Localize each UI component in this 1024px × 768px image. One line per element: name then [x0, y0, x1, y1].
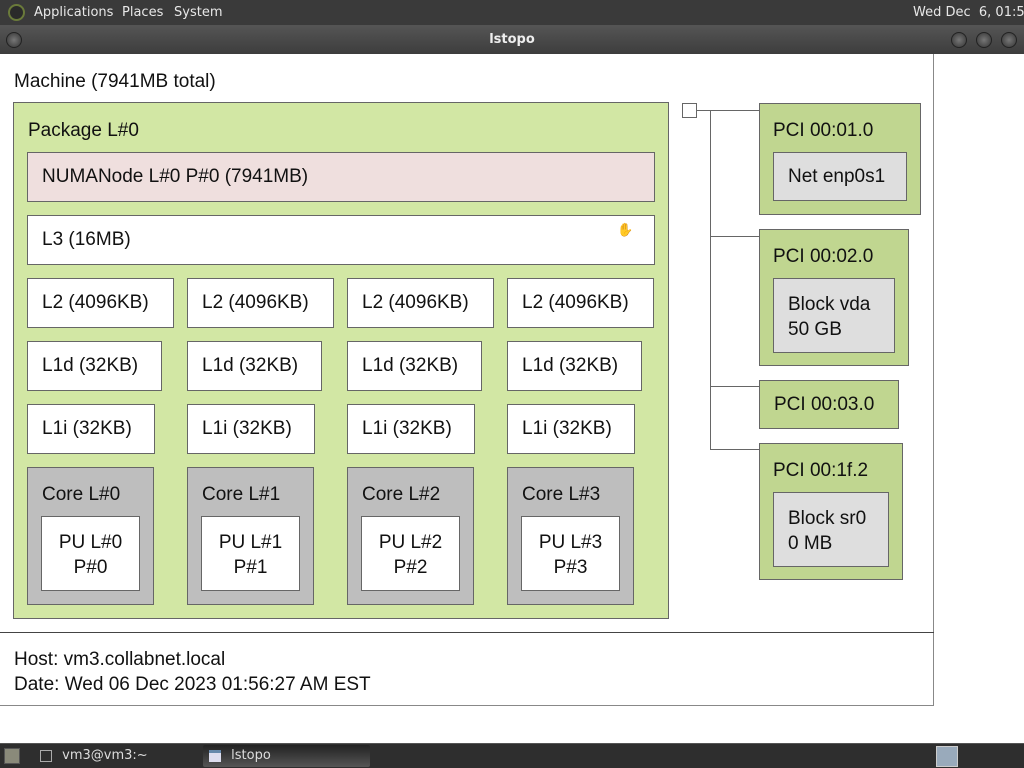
menu-applications[interactable]: Applications [34, 5, 114, 20]
legend-divider [0, 632, 934, 633]
distro-logo-icon[interactable] [8, 4, 25, 21]
bus-line [710, 110, 711, 450]
pu-label: PU L#1 [218, 532, 283, 553]
l1i-cache-box: L1i (32KB) [347, 404, 475, 454]
minimize-button[interactable] [951, 32, 967, 48]
core-label: Core L#3 [522, 484, 601, 505]
pu-label: PU L#2 [378, 532, 443, 553]
pu-physical-index: P#3 [553, 557, 588, 578]
host-bridge-square [682, 103, 697, 118]
hand-cursor-icon: ✋ [617, 222, 634, 237]
core-label: Core L#0 [42, 484, 121, 505]
block-device-box: Block sr0 0 MB [773, 492, 889, 567]
pu-label: PU L#3 [538, 532, 603, 553]
close-button[interactable] [1001, 32, 1017, 48]
window-titlebar[interactable]: lstopo [0, 25, 1024, 54]
menu-system[interactable]: System [174, 5, 223, 20]
taskbar-item-lstopo[interactable]: lstopo [203, 745, 370, 767]
l1i-cache-box: L1i (32KB) [187, 404, 315, 454]
block-device-box: Block vda 50 GB [773, 278, 895, 353]
l1i-cache-box: L1i (32KB) [507, 404, 635, 454]
taskbar-label: vm3@vm3:~ [62, 748, 148, 763]
core-label: Core L#1 [202, 484, 281, 505]
pu-physical-index: P#1 [233, 557, 268, 578]
net-device-box: Net enp0s1 [773, 152, 907, 201]
bus-line [710, 449, 759, 450]
l1d-cache-box: L1d (32KB) [507, 341, 642, 391]
pci-label: PCI 00:1f.2 [773, 460, 869, 481]
numa-label: NUMANode L#0 P#0 (7941MB) [42, 166, 309, 187]
pu-label: PU L#0 [58, 532, 123, 553]
bottom-panel: vm3@vm3:~ lstopo [0, 743, 1024, 768]
l2-label: L2 (4096KB) [42, 292, 149, 313]
l2-cache-box: L2 (4096KB) [347, 278, 494, 328]
pu-physical-index: P#0 [73, 557, 108, 578]
machine-label: Machine (7941MB total) [14, 71, 216, 92]
taskbar-label: lstopo [231, 748, 271, 763]
l1i-label: L1i (32KB) [202, 418, 292, 439]
l3-label: L3 (16MB) [42, 229, 131, 250]
l3-cache-box: L3 (16MB) [27, 215, 655, 265]
package-label: Package L#0 [28, 120, 139, 141]
legend-host: Host: vm3.collabnet.local [14, 649, 226, 670]
legend-date: Date: Wed 06 Dec 2023 01:56:27 AM EST [14, 674, 371, 695]
device-size: 50 GB [788, 319, 842, 340]
device-label: Block sr0 [788, 508, 867, 529]
l1d-label: L1d (32KB) [42, 355, 139, 376]
l1d-label: L1d (32KB) [362, 355, 459, 376]
l1d-label: L1d (32KB) [522, 355, 619, 376]
pci-label: PCI 00:01.0 [773, 120, 874, 141]
l2-label: L2 (4096KB) [362, 292, 469, 313]
l1i-label: L1i (32KB) [522, 418, 612, 439]
window-menu-button[interactable] [6, 32, 22, 48]
l1d-cache-box: L1d (32KB) [27, 341, 162, 391]
bus-line [697, 110, 759, 111]
pu-physical-index: P#2 [393, 557, 428, 578]
l1i-label: L1i (32KB) [42, 418, 132, 439]
l2-cache-box: L2 (4096KB) [27, 278, 174, 328]
l1d-cache-box: L1d (32KB) [187, 341, 322, 391]
numa-node-box: NUMANode L#0 P#0 (7941MB) [27, 152, 655, 202]
l1d-label: L1d (32KB) [202, 355, 299, 376]
pci-box-00-03-0: PCI 00:03.0 [759, 380, 899, 429]
l2-label: L2 (4096KB) [522, 292, 629, 313]
window-title: lstopo [489, 32, 535, 47]
taskbar-item-terminal[interactable]: vm3@vm3:~ [34, 745, 194, 767]
l1d-cache-box: L1d (32KB) [347, 341, 482, 391]
l2-cache-box: L2 (4096KB) [187, 278, 334, 328]
device-label: Block vda [788, 294, 871, 315]
clock[interactable]: Wed Dec 6, 01:59 [913, 5, 1024, 20]
l1i-cache-box: L1i (32KB) [27, 404, 155, 454]
show-desktop-icon[interactable] [4, 748, 20, 764]
l1i-label: L1i (32KB) [362, 418, 452, 439]
core-label: Core L#2 [362, 484, 441, 505]
pci-label: PCI 00:02.0 [773, 246, 874, 267]
top-panel: Applications Places System Wed Dec 6, 01… [0, 0, 1024, 25]
l2-cache-box: L2 (4096KB) [507, 278, 654, 328]
device-label: Net enp0s1 [788, 166, 886, 187]
terminal-icon [40, 749, 52, 762]
device-size: 0 MB [788, 533, 833, 554]
maximize-button[interactable] [976, 32, 992, 48]
bus-line [710, 236, 759, 237]
workspace-switcher[interactable] [936, 746, 958, 767]
window-icon [209, 749, 221, 762]
menu-places[interactable]: Places [122, 5, 164, 20]
bus-line [710, 386, 759, 387]
l2-label: L2 (4096KB) [202, 292, 309, 313]
pci-label: PCI 00:03.0 [774, 394, 875, 415]
